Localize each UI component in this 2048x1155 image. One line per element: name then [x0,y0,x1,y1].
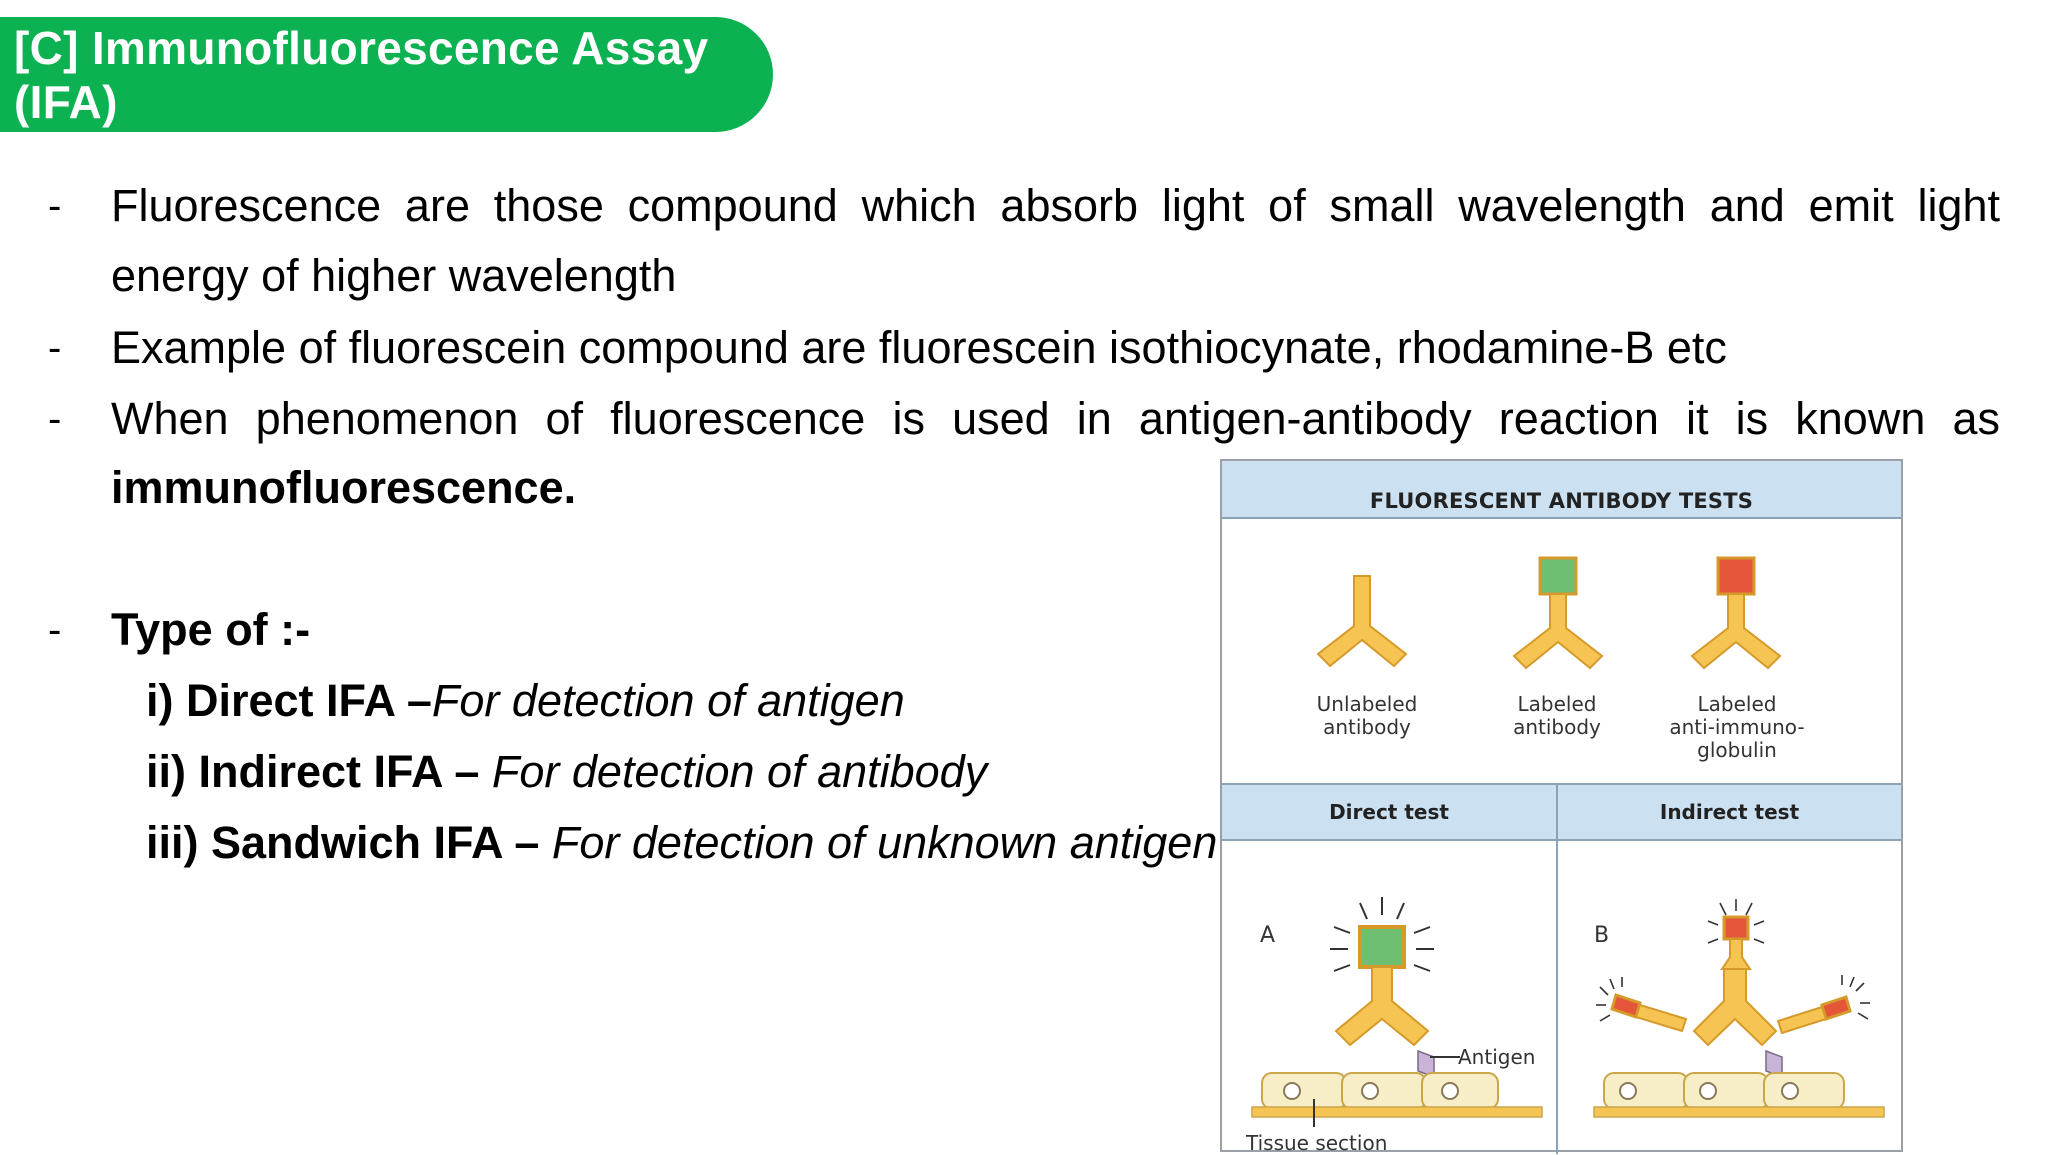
type-name: i) Direct IFA – [146,675,432,726]
bullet-1-line-1: Fluorescence are those compound which ab… [111,180,2000,231]
label-line: antibody [1513,715,1601,739]
label-line: Unlabeled [1316,692,1418,716]
label-line: Labeled [1517,692,1597,716]
direct-test-diagram [1251,897,1543,1127]
figure-header: FLUORESCENT ANTIBODY TESTS [1222,461,1901,519]
slide-title: [C] Immunofluorescence Assay (IFA) [14,21,709,128]
type-desc: For detection of antibody [491,746,988,797]
panel-divider [1556,783,1558,1154]
type-name: ii) Indirect IFA – [146,746,492,797]
labeled-anti-immunoglobulin-icon [1690,556,1782,670]
bullet-1-line-2: energy of higher wavelength [111,250,677,301]
bullet-marker: - [48,326,62,370]
title-banner: [C] Immunofluorescence Assay (IFA) [0,17,773,132]
bullet-2: Example of fluorescein compound are fluo… [111,322,1727,373]
label-line: Labeled [1697,692,1777,716]
label-line: globulin [1697,738,1777,762]
type-item-direct: i) Direct IFA –For detection of antigen [146,666,905,736]
bullet-3-line-1: When phenomenon of fluorescence is used … [111,393,2000,444]
bullet-4: Type of :- [111,604,311,655]
indirect-test-header: Indirect test [1558,783,1901,841]
direct-test-label: Direct test [1329,800,1449,824]
label-line: anti-immuno- [1669,715,1805,739]
indirect-test-diagram [1593,899,1885,1118]
type-desc: For detection of antigen [431,675,905,726]
unlabeled-antibody-label: Unlabeled antibody [1292,693,1442,739]
antigen-label: Antigen [1458,1045,1536,1069]
type-item-indirect: ii) Indirect IFA – For detection of anti… [146,737,987,807]
indirect-test-label: Indirect test [1659,800,1800,824]
labeled-antibody-label: Labeled antibody [1482,693,1632,739]
unlabeled-antibody-icon [1316,575,1408,668]
panel-letter-b: B [1594,923,1610,948]
labeled-antibody-icon [1512,556,1604,670]
figure-title: FLUORESCENT ANTIBODY TESTS [1369,489,1754,513]
fluorescent-antibody-figure: FLUORESCENT ANTIBODY TESTS Unlabeled ant… [1220,459,1903,1155]
direct-test-header: Direct test [1222,783,1556,841]
type-name: iii) Sandwich IFA – [146,817,552,868]
anti-immunoglobulin-label: Labeled anti-immuno- globulin [1652,693,1822,762]
bullet-marker: - [48,184,62,228]
type-desc: For detection of unknown antigen [551,817,1218,868]
tissue-section-label: Tissue section [1246,1131,1388,1155]
type-item-sandwich: iii) Sandwich IFA – For detection of unk… [146,808,1217,878]
bullet-3-line-2: immunofluorescence. [111,462,577,513]
bullet-marker: - [48,397,62,441]
label-line: antibody [1323,715,1411,739]
panel-letter-a: A [1260,923,1276,948]
bullet-marker: - [48,608,62,652]
